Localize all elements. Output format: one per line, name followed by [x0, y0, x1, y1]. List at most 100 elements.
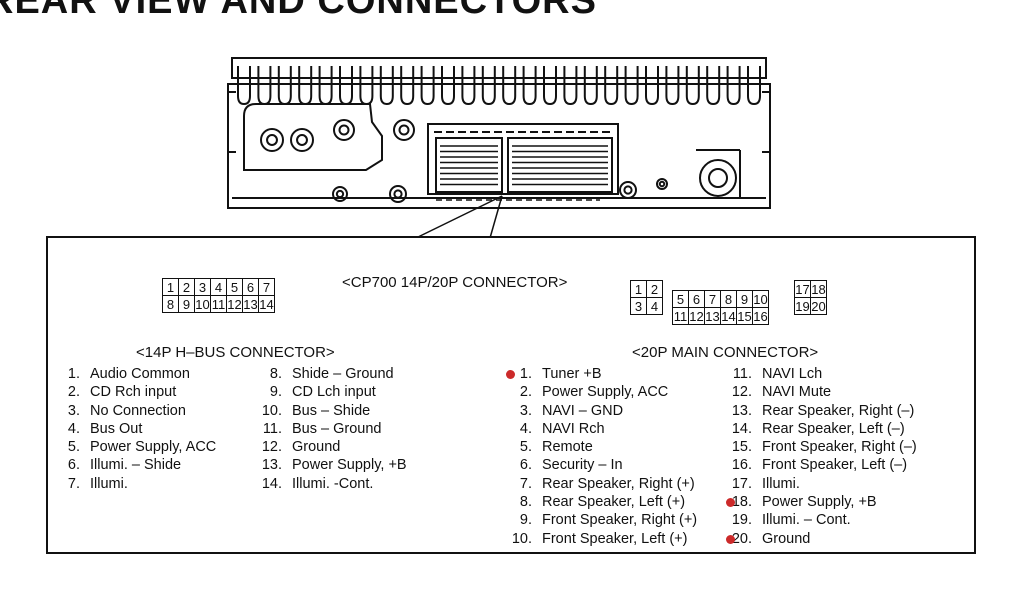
pin-entry: 4.Bus Out	[60, 420, 216, 438]
pin-label: Rear Speaker, Left (+)	[542, 494, 686, 511]
pin-number: 14.	[261, 475, 282, 492]
pin-cell: 10	[194, 295, 211, 313]
pin-entry: 5. Remote	[504, 438, 697, 456]
heatsink-fins	[237, 66, 761, 106]
pin-entry: 14. Illumi. -Cont.	[256, 475, 407, 493]
pin-cell: 11	[672, 307, 689, 325]
main-socket	[507, 137, 613, 193]
pin-cell: 20	[810, 297, 827, 315]
pin-entry: 12.Ground	[256, 438, 407, 456]
pin-entry: 9.CD Lch input	[256, 383, 407, 401]
pin-entry: 13. Rear Speaker, Right (–)	[724, 402, 917, 420]
pin-cell: 7	[704, 290, 721, 308]
pin-label: Remote	[542, 439, 593, 456]
pin-entry: 8.Rear Speaker, Left (+)	[504, 493, 697, 511]
pin-entry: 1.Audio Common	[60, 365, 216, 383]
pin-label: Security – In	[542, 457, 623, 474]
marker-dot-icon	[726, 498, 735, 508]
pin-cell: 9	[178, 295, 195, 313]
pin-number: 17.	[731, 475, 752, 492]
main-title: <20P MAIN CONNECTOR>	[632, 344, 819, 361]
pin-entry: 20.Ground	[724, 530, 917, 548]
pin-entry: 11.Bus – Ground	[256, 420, 407, 438]
pin-number: 2.	[519, 384, 532, 401]
pin-label: Power Supply, ACC	[542, 384, 669, 401]
pin-number: 10.	[511, 530, 532, 547]
pin-cell: 6	[242, 278, 259, 296]
pin-entry: 16. Front Speaker, Left (–)	[724, 456, 917, 474]
pin-label: NAVI – GND	[542, 402, 624, 419]
pin-cell: 2	[646, 280, 663, 298]
connector-housing	[427, 123, 619, 195]
antenna-jack	[699, 159, 737, 197]
pin-cell: 19	[794, 297, 811, 315]
pin-cell: 5	[226, 278, 243, 296]
pin-label: Shide – Ground	[292, 366, 394, 382]
pin-number: 6.	[519, 457, 532, 474]
pin-number: 7.	[519, 475, 532, 492]
pin-label: Front Speaker, Right (–)	[762, 439, 917, 456]
pin-label: NAVI Mute	[762, 384, 832, 401]
pin-number: 16.	[731, 457, 752, 474]
pin-label: Power Supply, ACC	[90, 439, 217, 456]
pin-entry: 17.Illumi.	[724, 475, 917, 493]
pin-label: Front Speaker, Left (–)	[762, 457, 908, 474]
pin-label: Bus – Ground	[292, 420, 382, 437]
pin-entry: 9.Front Speaker, Right (+)	[504, 511, 697, 529]
pin-label: Illumi.	[90, 475, 128, 492]
pin-entry: 1.Tuner +B	[504, 365, 697, 383]
pin-number: 5.	[519, 439, 532, 456]
pin-cell: 4	[210, 278, 227, 296]
pin-cell: 17	[794, 280, 811, 298]
pin-number: 10.	[261, 402, 282, 419]
pin-cell: 8	[720, 290, 737, 308]
pin-cell: 10	[752, 290, 769, 308]
left-bracket	[243, 103, 383, 171]
pin-entry: 10. Front Speaker, Left (+)	[504, 530, 697, 548]
pin-number: 5.	[67, 439, 80, 456]
pin-label: Tuner +B	[542, 366, 602, 382]
pin-number: 20.	[731, 530, 752, 547]
pin-entry: 8.Shide – Ground	[256, 365, 407, 383]
pin-entry: 15.Front Speaker, Right (–)	[724, 438, 917, 456]
pin-label: Front Speaker, Left (+)	[542, 530, 688, 547]
pin-number: 12.	[261, 439, 282, 456]
pin-entry: 10. Bus – Shide	[256, 402, 407, 420]
pin-cell: 16	[752, 307, 769, 325]
pin-label: Audio Common	[90, 366, 190, 382]
pin-entry: 3.NAVI – GND	[504, 402, 697, 420]
pin-number: 18.	[731, 494, 752, 511]
pin-number: 13.	[731, 402, 752, 419]
page-title: REAR VIEW AND CONNECTORS	[0, 0, 597, 22]
pin-label: Rear Speaker, Right (–)	[762, 402, 915, 419]
pin-cell: 7	[258, 278, 275, 296]
pin-label: CD Rch input	[90, 384, 177, 401]
pin-entry: 3.No Connection	[60, 402, 216, 420]
pin-label: Bus – Shide	[292, 402, 371, 419]
pin-label: CD Lch input	[292, 384, 376, 401]
pin-cell: 18	[810, 280, 827, 298]
pin-label: Rear Speaker, Right (+)	[542, 475, 695, 492]
pin-entry: 14.Rear Speaker, Left (–)	[724, 420, 917, 438]
pin-entry: 5. Power Supply, ACC	[60, 438, 216, 456]
pin-cell: 15	[736, 307, 753, 325]
pin-number: 4.	[67, 420, 80, 437]
pin-label: Illumi. -Cont.	[292, 475, 374, 492]
pin-number: 13.	[261, 457, 282, 474]
pin-entry: 4.NAVI Rch	[504, 420, 697, 438]
pin-entry: 2.CD Rch input	[60, 383, 216, 401]
pin-label: Illumi. – Shide	[90, 457, 182, 474]
pin-entry: 18.Power Supply, +B	[724, 493, 917, 511]
pin-entry: 6.Illumi. – Shide	[60, 456, 216, 474]
pin-cell: 14	[720, 307, 737, 325]
